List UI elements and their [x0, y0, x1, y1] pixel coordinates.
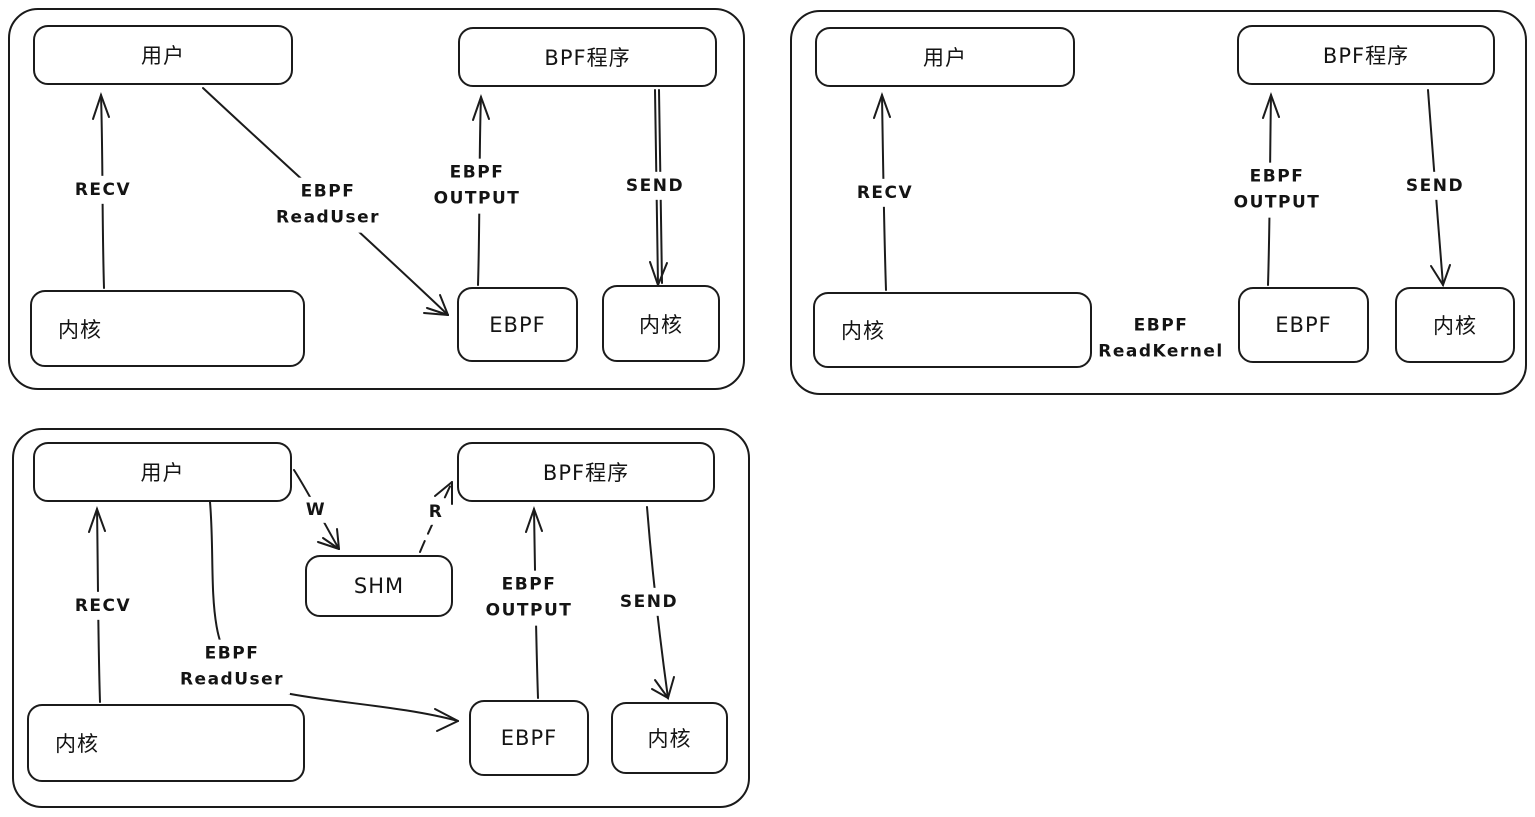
label-send: SEND — [619, 171, 691, 201]
node-kernel-right: 内核 — [1395, 287, 1515, 363]
panel-readuser-flow — [8, 8, 745, 390]
label-write: W — [302, 496, 330, 524]
node-kernel-right: 内核 — [611, 702, 728, 774]
label-recv: RECV — [68, 175, 138, 205]
node-user: 用户 — [33, 442, 292, 502]
label-ebpf-output: EBPF OUTPUT — [479, 570, 579, 626]
panel-shm-flow — [12, 428, 750, 808]
label-ebpf-output: EBPF OUTPUT — [427, 158, 527, 214]
label-ebpf-output: EBPF OUTPUT — [1227, 162, 1327, 218]
node-shm: SHM — [305, 555, 453, 617]
node-user: 用户 — [33, 25, 293, 85]
node-bpf-program: BPF程序 — [1237, 25, 1495, 85]
node-kernel-right: 内核 — [602, 285, 720, 362]
label-ebpf-readuser: EBPF ReadUser — [173, 639, 291, 695]
node-ebpf: EBPF — [469, 700, 589, 776]
node-user: 用户 — [815, 27, 1075, 87]
label-ebpf-readuser: EBPF ReadUser — [269, 177, 387, 233]
label-send: SEND — [613, 587, 685, 617]
node-kernel-left: 内核 — [30, 290, 305, 367]
node-ebpf: EBPF — [457, 287, 578, 362]
node-kernel-left: 内核 — [27, 704, 305, 782]
node-kernel-left: 内核 — [813, 292, 1092, 368]
panel-readkernel-flow — [790, 10, 1527, 395]
node-bpf-program: BPF程序 — [458, 27, 717, 87]
label-recv: RECV — [850, 178, 920, 208]
node-bpf-program: BPF程序 — [457, 442, 715, 502]
label-read: R — [425, 498, 447, 526]
label-recv: RECV — [68, 591, 138, 621]
node-ebpf: EBPF — [1238, 287, 1369, 363]
label-ebpf-readkernel: EBPF ReadKernel — [1092, 311, 1230, 367]
label-send: SEND — [1399, 171, 1471, 201]
